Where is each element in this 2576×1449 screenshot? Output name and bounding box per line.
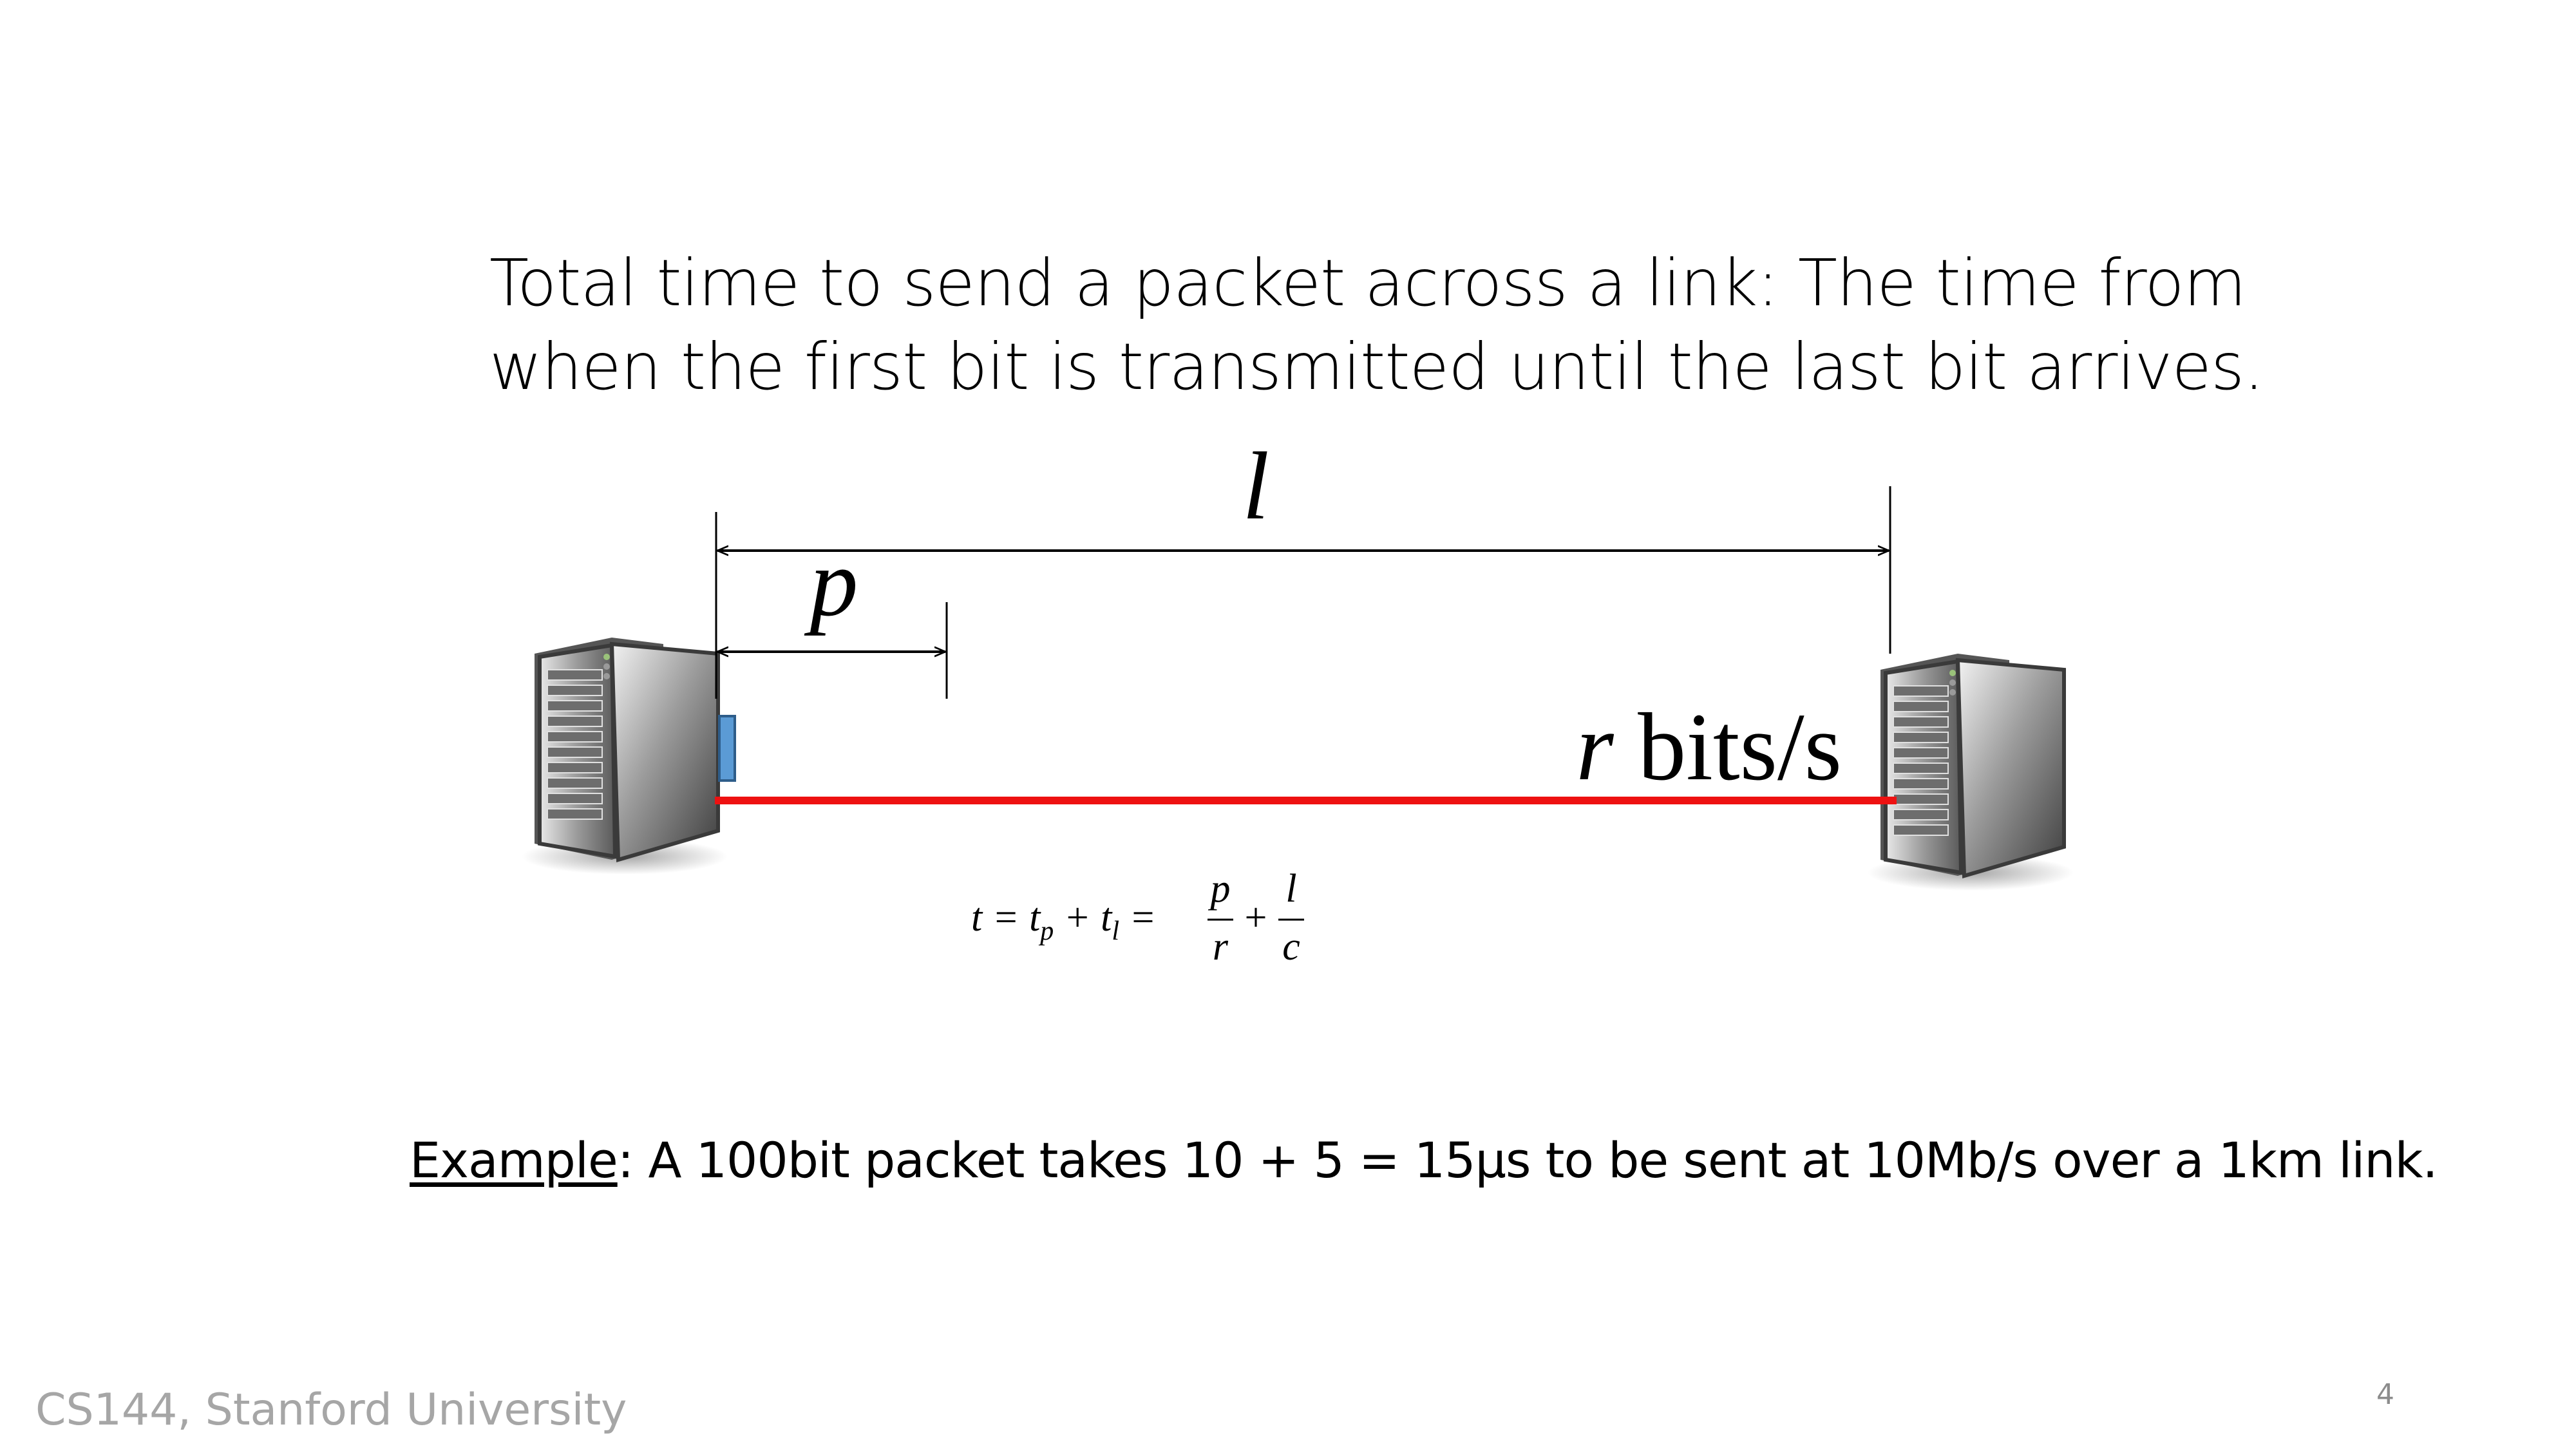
frac1-den: r xyxy=(1213,925,1229,969)
frac2-num: l xyxy=(1285,867,1296,911)
server-icon xyxy=(522,638,728,875)
delay-formula: t = tp + tl = p r + l c xyxy=(971,867,1304,969)
frac1-num: p xyxy=(1208,867,1231,911)
rate-label: r bits/s xyxy=(1576,694,1842,800)
server-icon xyxy=(1868,654,2074,891)
slide-heading: Total time to send a packet across a lin… xyxy=(489,242,2264,409)
example-label: Example xyxy=(410,1132,618,1189)
label-p: p xyxy=(804,529,858,636)
frac2-den: c xyxy=(1282,925,1300,969)
packet xyxy=(718,715,736,782)
page-number: 4 xyxy=(2376,1378,2394,1411)
label-l: l xyxy=(1242,433,1269,540)
example-body: : A 100bit packet takes 10 + 5 = 15μs to… xyxy=(617,1132,2438,1189)
formula-plus: + xyxy=(1245,896,1267,940)
formula-lhs: t = tp + tl = xyxy=(971,896,1156,946)
heading-line-1: Total time to send a packet across a lin… xyxy=(489,245,2246,321)
heading-line-2: when the first bit is transmitted until … xyxy=(489,329,2264,404)
example-text: Example: A 100bit packet takes 10 + 5 = … xyxy=(410,1128,2438,1193)
footer-course: CS144, Stanford University xyxy=(35,1385,627,1435)
